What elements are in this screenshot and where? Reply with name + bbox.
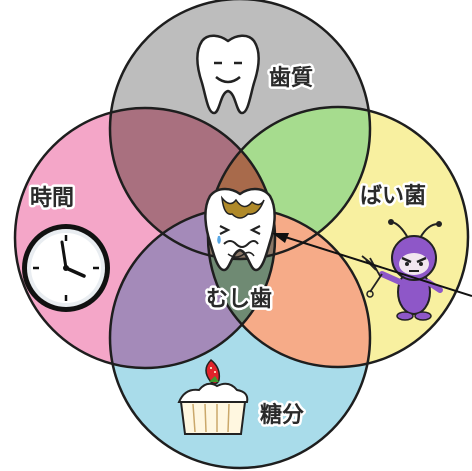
wall-clock-icon: [22, 224, 110, 312]
pointer-arrow: [272, 233, 472, 297]
label-time: 時間: [30, 186, 74, 211]
label-sugar: 糖分: [260, 402, 304, 428]
label-tooth-quality: 歯質: [269, 65, 313, 91]
label-bacteria: ばい菌: [360, 184, 426, 209]
decayed-tooth-icon: [204, 187, 276, 272]
tooth-smiling-icon: [196, 34, 260, 115]
strawberry-cake-icon: [177, 358, 249, 435]
label-cavity: むし歯: [206, 286, 272, 312]
